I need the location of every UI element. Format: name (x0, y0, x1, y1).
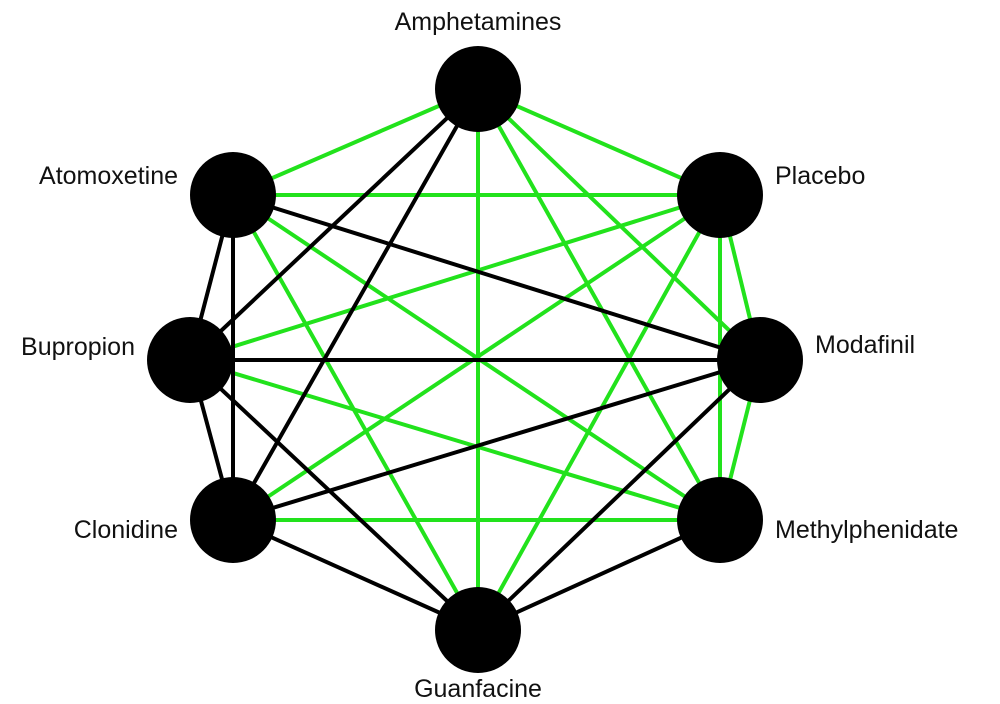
edge-methylphenidate-guanfacine-black (476, 518, 722, 632)
node-label-clonidine: Clonidine (74, 516, 178, 544)
node-label-atomoxetine: Atomoxetine (39, 162, 178, 190)
node-modafinil (717, 317, 803, 403)
edge-amphetamines-methylphenidate-green (476, 87, 722, 522)
node-atomoxetine (190, 152, 276, 238)
node-label-modafinil: Modafinil (815, 331, 915, 359)
node-clonidine (190, 477, 276, 563)
edge-placebo-bupropion-green (188, 193, 722, 362)
nodes-layer (147, 46, 803, 673)
node-placebo (677, 152, 763, 238)
labels-layer: AmphetaminesPlaceboModafinilMethylphenid… (21, 8, 958, 703)
edge-atomoxetine-guanfacine-green (231, 193, 480, 632)
edge-amphetamines-atomoxetine-green (231, 87, 480, 197)
node-label-guanfacine: Guanfacine (414, 675, 542, 703)
node-bupropion (147, 317, 233, 403)
edge-clonidine-guanfacine-black (231, 518, 480, 632)
node-label-methylphenidate: Methylphenidate (775, 516, 958, 544)
edge-clonidine-modafinil-black (231, 358, 762, 522)
node-label-placebo: Placebo (775, 162, 865, 190)
node-guanfacine (435, 587, 521, 673)
edge-placebo-guanfacine-green (476, 193, 722, 632)
edge-bupropion-methylphenidate-green (188, 358, 722, 522)
node-label-bupropion: Bupropion (21, 333, 135, 361)
edge-placebo-clonidine-green (231, 193, 722, 522)
edge-amphetamines-clonidine-black (231, 87, 480, 522)
edge-amphetamines-placebo-green (476, 87, 722, 197)
edge-amphetamines-bupropion-black (188, 87, 480, 362)
edge-modafinil-guanfacine-black (476, 358, 762, 632)
node-label-amphetamines: Amphetamines (395, 8, 562, 36)
edge-atomoxetine-modafinil-black (231, 193, 762, 362)
node-methylphenidate (677, 477, 763, 563)
node-amphetamines (435, 46, 521, 132)
edge-bupropion-guanfacine-black (188, 358, 480, 632)
